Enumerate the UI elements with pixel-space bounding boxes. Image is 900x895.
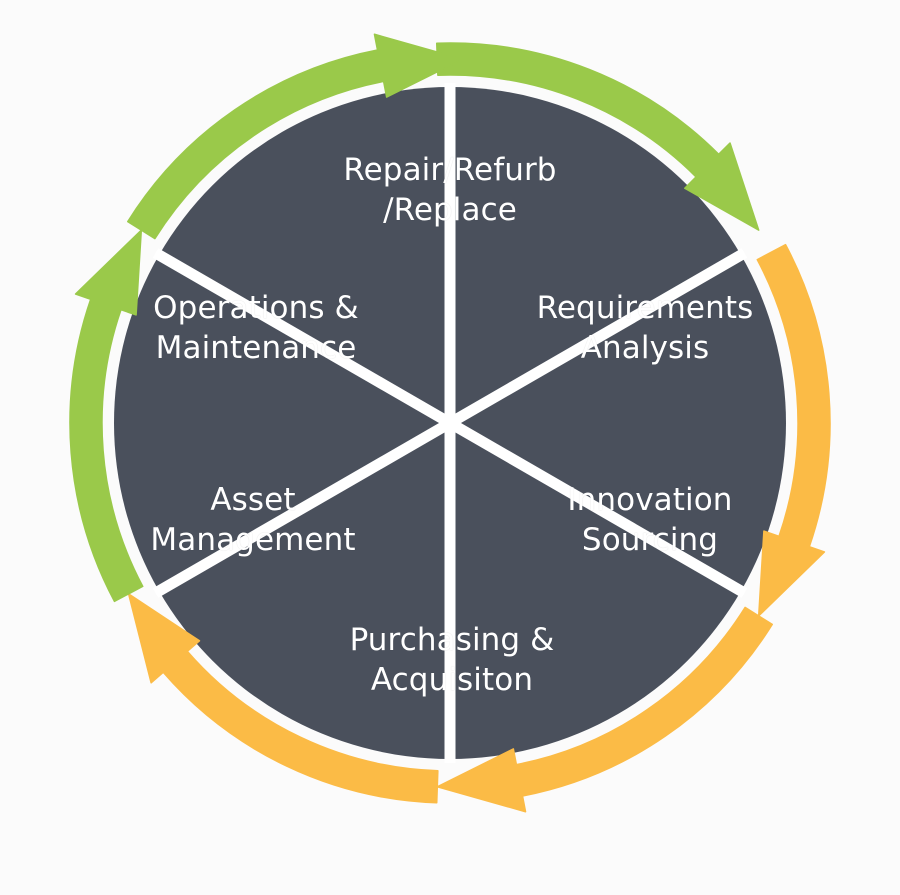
divider-group — [152, 83, 748, 763]
arrow-ring-group — [69, 33, 831, 813]
arrow-asset-management[interactable] — [69, 229, 144, 603]
wedge-group — [114, 86, 786, 759]
divider-line — [447, 248, 748, 428]
divider-line — [447, 418, 748, 598]
wedge-requirements-analysis[interactable] — [450, 255, 786, 591]
arrow-requirements-analysis[interactable] — [756, 243, 831, 617]
arrow-purchasing-acquisiton[interactable] — [127, 593, 439, 804]
wedge-operations-maintenance[interactable] — [159, 86, 450, 423]
wedge-repair-refurb-replace[interactable] — [450, 87, 741, 423]
wedge-asset-management[interactable] — [114, 255, 450, 591]
wedge-purchasing-acquisiton[interactable] — [159, 423, 450, 759]
arrow-innovation-sourcing[interactable] — [436, 606, 774, 813]
divider-line — [152, 248, 453, 428]
wedge-innovation-sourcing[interactable] — [450, 423, 741, 759]
arrow-repair-refurb-replace[interactable] — [435, 42, 760, 231]
divider-line — [152, 418, 453, 598]
arrow-operations-maintenance[interactable] — [126, 33, 464, 240]
